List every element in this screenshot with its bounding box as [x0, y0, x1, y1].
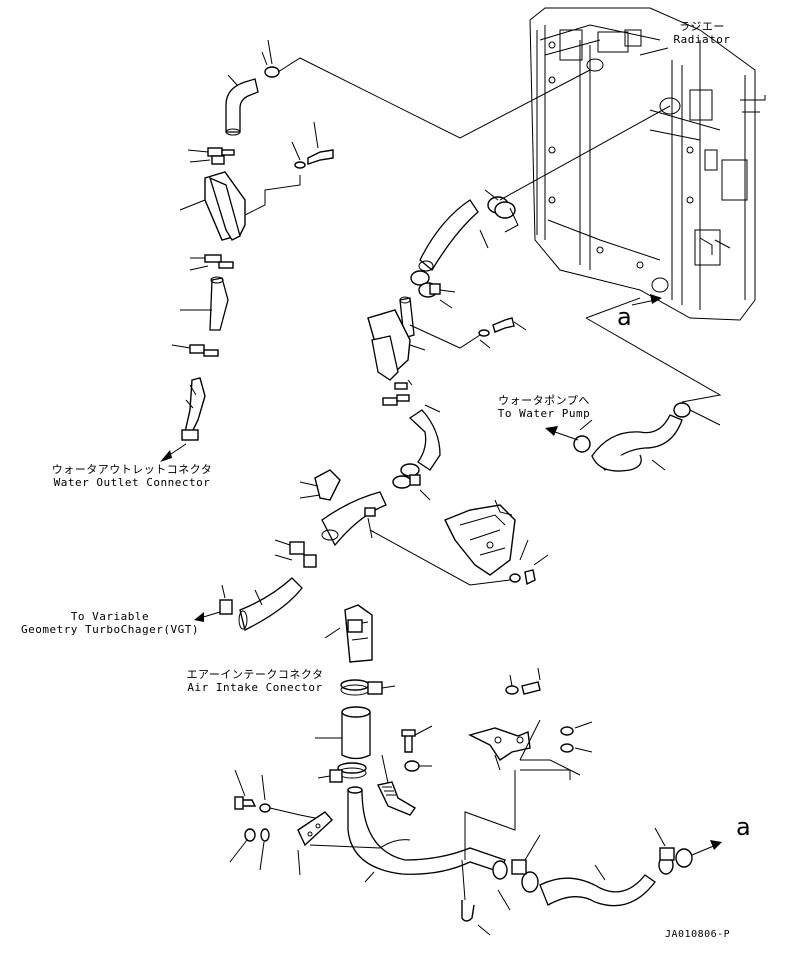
water-outlet-label-en: Water Outlet Connector	[53, 476, 211, 489]
air-intake-label-en: Air Intake Conector	[187, 681, 323, 694]
reference-marker-a-top: a	[617, 303, 632, 331]
radiator-label: ラジエー Radiator	[662, 20, 742, 46]
water-pump-label-en: To Water Pump	[497, 407, 591, 420]
water-outlet-label: ウォータアウトレットコネクタ Water Outlet Connector	[42, 463, 222, 489]
radiator-label-en: Radiator	[673, 33, 731, 46]
figure-code: JA010806-P	[665, 929, 731, 940]
air-intake-label-jp: エアーインテークコネクタ	[186, 668, 324, 681]
vgt-label-line2: Geometry TurboChager(VGT)	[20, 623, 200, 636]
radiator-label-jp: ラジエー	[679, 20, 725, 33]
water-pump-label: ウォータポンプへ To Water Pump	[484, 394, 604, 420]
air-intake-label: エアーインテークコネクタ Air Intake Conector	[180, 668, 330, 694]
upper-left-hose-chain	[160, 39, 591, 462]
radiator-assembly	[529, 7, 766, 321]
water-outlet-label-jp: ウォータアウトレットコネクタ	[51, 463, 213, 476]
water-pump-hose	[545, 294, 722, 472]
vgt-label-line1: To Variable	[70, 610, 150, 623]
center-hose-chain	[194, 105, 671, 631]
vgt-label: To Variable Geometry TurboChager(VGT)	[10, 610, 210, 636]
air-intake-assembly	[229, 604, 722, 936]
water-pump-label-jp: ウォータポンプへ	[498, 394, 590, 407]
engine-bracket	[444, 499, 549, 586]
reference-marker-a-bottom: a	[736, 813, 751, 841]
